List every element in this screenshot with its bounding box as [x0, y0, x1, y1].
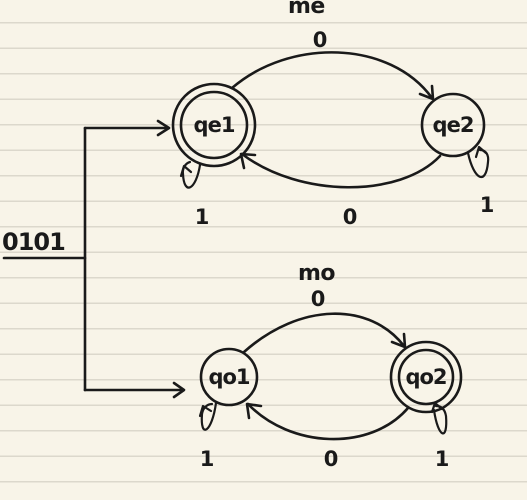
edge-qo1-to-qo2: [242, 312, 406, 354]
state-qo2: qo2: [389, 340, 463, 414]
arrowhead-qo1-to-qo2: [390, 332, 407, 349]
arrowhead-self-loop-qo1: [198, 404, 213, 418]
state-qe1-label: qe1: [194, 113, 235, 137]
self-loop-qe2: [466, 148, 490, 179]
state-qe1-outer-ring: [171, 82, 257, 168]
machine-mo: mo qo1 qo2 0 0 1: [198, 261, 463, 471]
self-loop-label-qe1: 1: [195, 205, 210, 229]
arrowhead-qo2-to-qo1: [245, 402, 263, 420]
arrowhead-to-qo1: [172, 381, 186, 399]
self-loop-label-qo1: 1: [200, 447, 215, 471]
edge-label-qe1-to-qe2: 0: [313, 28, 328, 52]
edge-label-qo1-to-qo2: 0: [311, 287, 326, 311]
state-qe1: qe1: [171, 82, 257, 168]
machine-mo-title: mo: [298, 261, 335, 286]
state-qo1: qo1: [199, 347, 259, 407]
state-qo2-label: qo2: [405, 365, 446, 389]
state-qo2-inner-ring: [397, 348, 455, 406]
state-qo1-ring: [199, 347, 259, 407]
self-loop-label-qo2: 1: [435, 447, 450, 471]
machine-me: me qe1 qe2 0 0 1: [171, 0, 495, 229]
edge-qe1-to-qe2: [230, 51, 434, 100]
input-string: 0101: [2, 228, 65, 256]
machine-me-title: me: [288, 0, 325, 19]
arrowhead-self-loop-qe2: [474, 145, 488, 159]
state-qe1-inner-ring: [179, 90, 249, 160]
arrowhead-self-loop-qo2: [430, 401, 444, 414]
arrowhead-qe2-to-qe1: [239, 152, 257, 170]
state-qe2-label: qe2: [433, 113, 474, 137]
edge-label-qe2-to-qe1: 0: [343, 205, 358, 229]
state-qe2: qe2: [420, 92, 486, 158]
self-loop-qe1: [181, 160, 202, 189]
state-qo1-label: qo1: [208, 365, 249, 389]
input-branch: 0101: [2, 119, 186, 399]
arrowhead-self-loop-qe1: [179, 164, 193, 178]
state-qo2-outer-ring: [389, 340, 463, 414]
self-loop-label-qe2: 1: [480, 193, 495, 217]
edge-label-qo2-to-qo1: 0: [324, 447, 339, 471]
edge-qe2-to-qe1: [240, 152, 442, 189]
self-loop-qo1: [200, 401, 218, 431]
state-qe2-ring: [420, 92, 486, 158]
arrowhead-qe1-to-qe2: [418, 84, 435, 101]
arrowhead-to-qe1: [156, 119, 171, 137]
edge-qo2-to-qo1: [246, 402, 410, 441]
